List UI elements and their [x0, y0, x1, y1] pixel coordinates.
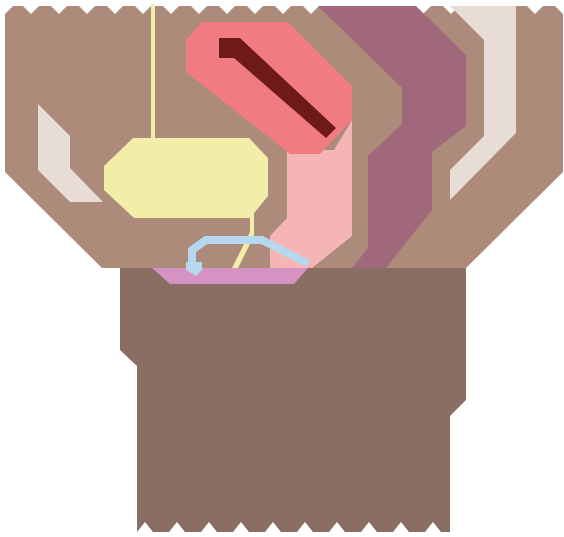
yellow-body — [104, 138, 268, 218]
yellow-suspension-line — [151, 4, 155, 144]
lower-block — [120, 268, 466, 518]
lower-block-serrated-edge — [137, 516, 450, 532]
pink-base-strip — [152, 268, 308, 284]
